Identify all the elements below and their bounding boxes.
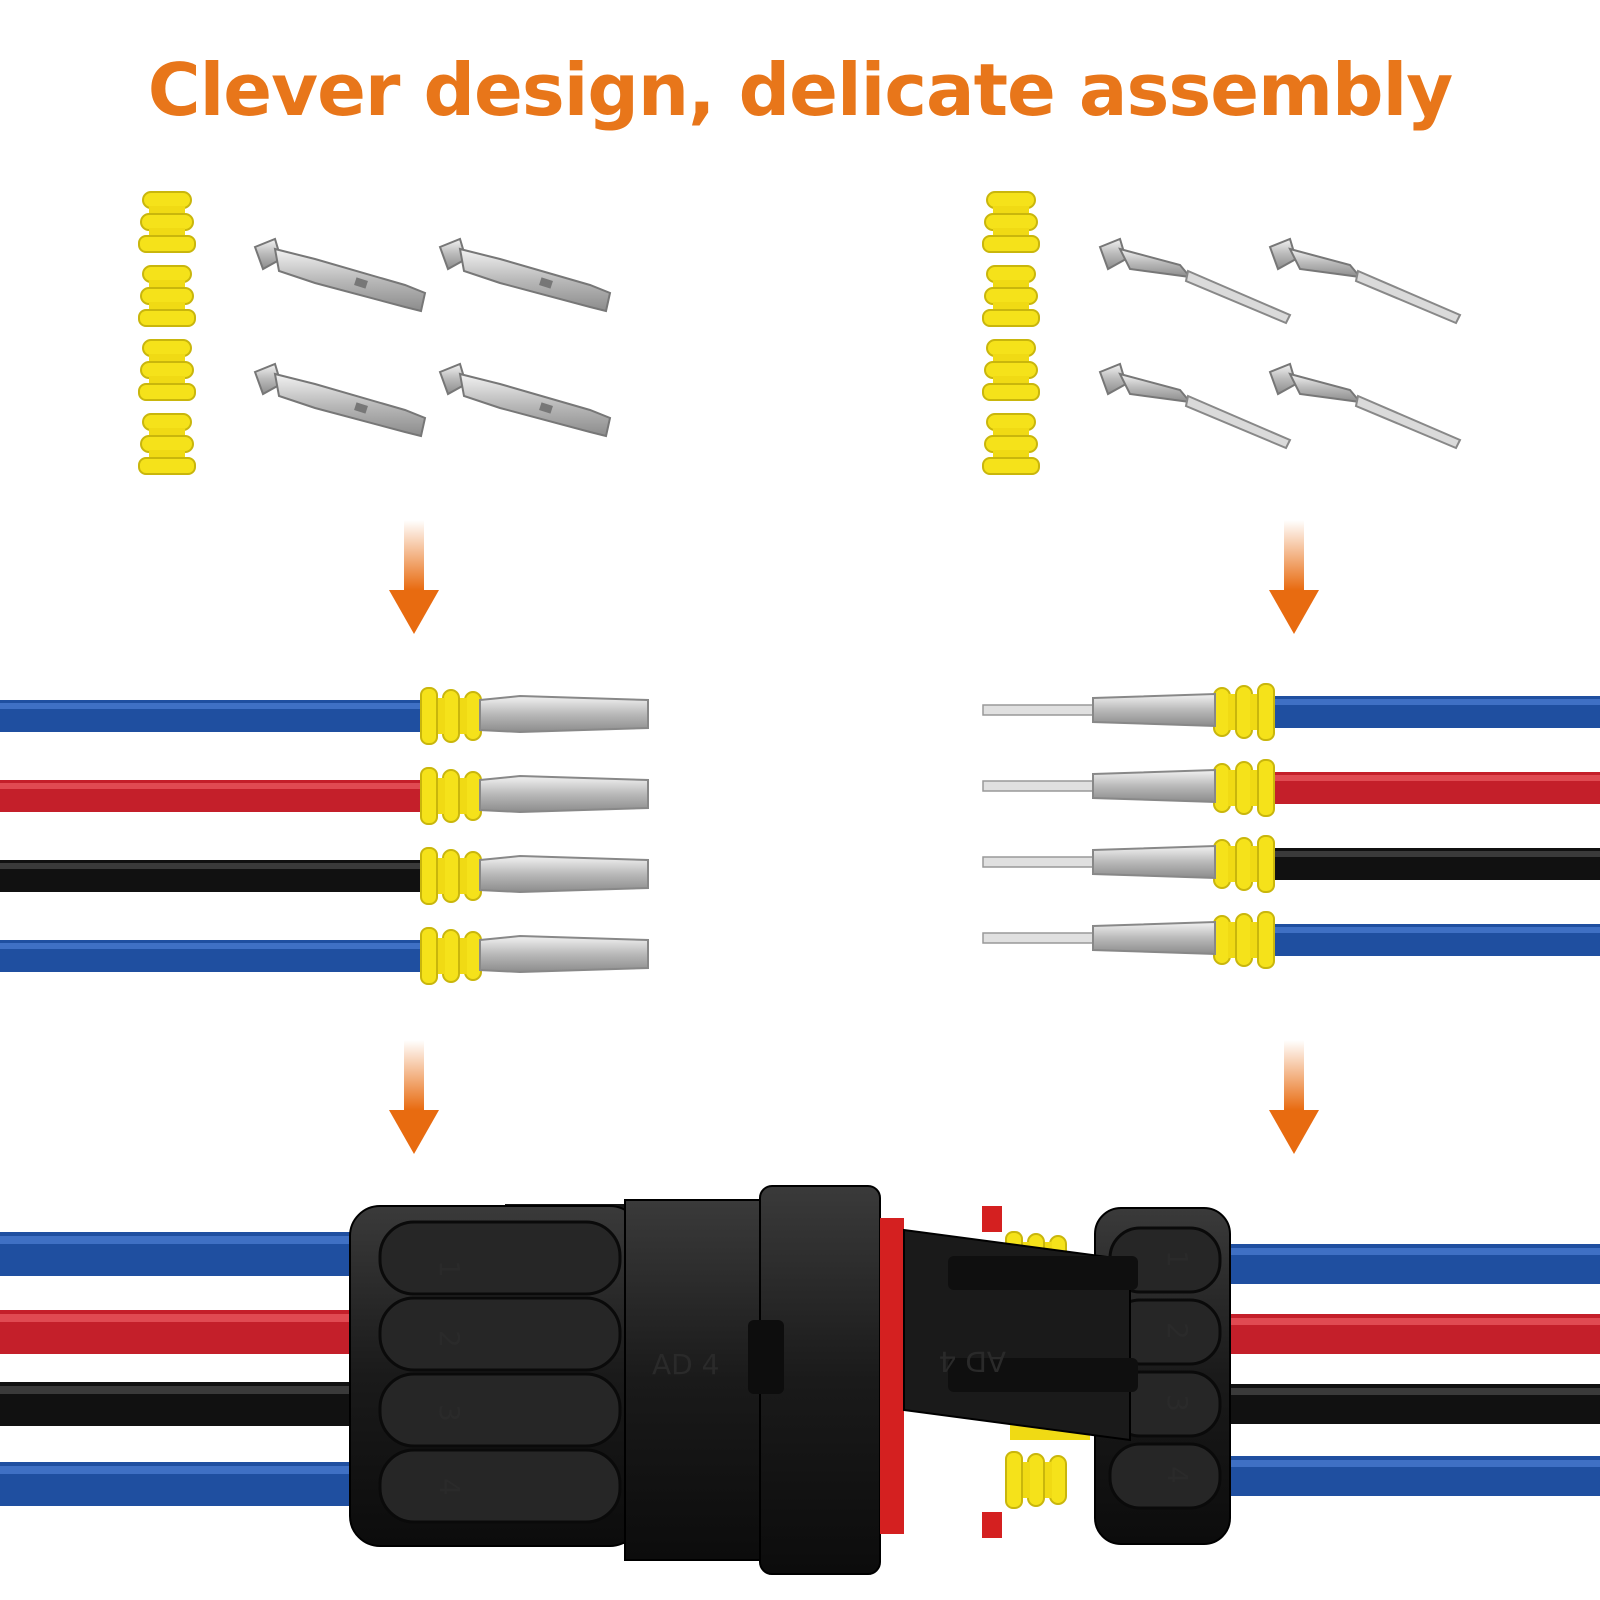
male-terminals-loose bbox=[1099, 238, 1461, 449]
connector-left-wires bbox=[0, 1232, 360, 1506]
arrow-down-icon bbox=[1269, 1040, 1319, 1154]
page-title: Clever design, delicate assembly bbox=[147, 48, 1453, 132]
arrow-down-icon bbox=[1269, 520, 1319, 634]
arrow-down-icon bbox=[389, 1040, 439, 1154]
connector-right-wires bbox=[1230, 1244, 1600, 1496]
left-crimped-terminals bbox=[479, 694, 649, 974]
male-housing: 1 2 3 4 AD 4 bbox=[349, 1185, 881, 1575]
pin-number: 2 bbox=[433, 1330, 466, 1348]
female-housing: AD 4 1 2 3 4 bbox=[880, 1206, 1231, 1545]
pin-number: 2 bbox=[1161, 1322, 1194, 1340]
right-crimped-terminals bbox=[982, 692, 1216, 956]
right-crimped-wires bbox=[1250, 696, 1600, 956]
pin-number: 3 bbox=[433, 1404, 466, 1422]
pin-number: 1 bbox=[1161, 1250, 1194, 1268]
pin-number: 3 bbox=[1161, 1394, 1194, 1412]
housing-mark: AD 4 bbox=[652, 1348, 719, 1381]
arrow-down-icon bbox=[389, 520, 439, 634]
pin-number: 4 bbox=[1161, 1466, 1194, 1484]
right-crimp-seals bbox=[1213, 683, 1275, 969]
left-seal-stack bbox=[138, 191, 196, 475]
pin-number: 1 bbox=[433, 1260, 466, 1278]
latch-mark: AD 4 bbox=[939, 1345, 1006, 1378]
pin-number: 4 bbox=[433, 1478, 466, 1496]
female-terminals-loose bbox=[254, 238, 611, 437]
left-crimped-wires bbox=[0, 700, 450, 972]
left-crimp-seals bbox=[420, 687, 482, 985]
right-seal-stack bbox=[982, 191, 1040, 475]
